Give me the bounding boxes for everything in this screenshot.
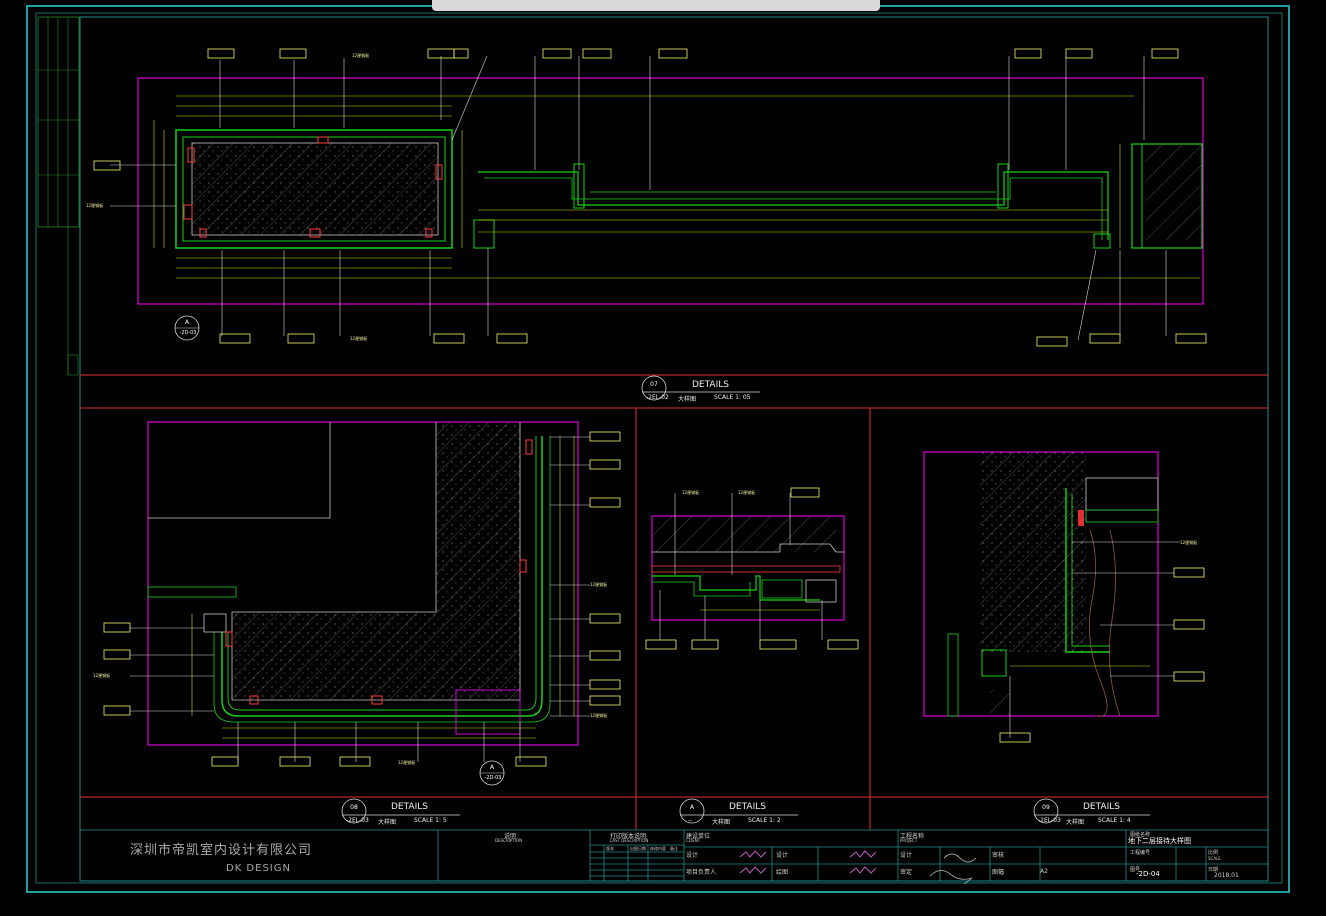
callout-steel-plate-10: 12厘钢板 [1180,540,1198,545]
check-label: 审核 [992,852,1005,859]
rev-col-4: 备注 [670,846,678,851]
callout-steel-plate-4: 12厘钢板 [590,582,608,587]
date-label: 日期 [1208,867,1219,873]
client-label: 建设单位 [686,833,711,840]
detail-07-drawing[interactable] [93,48,1207,347]
detail-a-name: 大样图 [712,819,731,826]
detail-07-name: 大样图 [678,396,697,403]
drawing-no-label: 图号 [1130,867,1141,873]
approver-signature [929,853,977,885]
left-signature-strip [37,16,80,376]
scale-sub: SCALE [1208,856,1221,861]
detail-07-scale: SCALE 1: 05 [714,394,751,401]
detail-09-ref: -2EL-03 [1038,817,1061,824]
detail-a-ref: -- [688,817,693,824]
detail-08-name: 大样图 [378,819,397,826]
drawing-name-label: 图纸名称 [1130,832,1151,838]
project-no-label: 工程编号 [1130,850,1151,856]
date-value: 2018.01 [1214,872,1239,879]
detail-09-title: DETAILS [1083,802,1120,812]
detail-09-number: 09 [1042,804,1050,811]
callout-steel-plate-1: 12厘钢板 [352,53,370,58]
company-brand: DK DESIGN [226,863,291,874]
scale-label: 比例 [1208,850,1219,856]
manager-label: 项目负责人 [686,869,717,876]
rev-col-3: 修改内容 [650,846,666,851]
detail-a-drawing[interactable] [645,487,859,650]
window-title-bar[interactable] [432,0,880,11]
project-label: 工程名称 [900,833,925,840]
drawing-no: -2D-04 [1136,870,1160,878]
section-marker-ref: -2D-03 [179,330,197,336]
section-marker-2-letter: A [489,764,495,771]
callout-steel-plate-9: 12厘钢板 [738,490,756,495]
detail-08-drawing[interactable] [103,421,621,786]
signatures [739,850,877,874]
detail-08-scale: SCALE 1: 5 [414,817,447,824]
detail-08-ref: -2EL-03 [346,817,369,824]
sheet-inner-frame [35,12,1283,884]
proof-label: 审定 [900,869,913,876]
detail-07-title: DETAILS [692,380,729,390]
revision-sub: LAST DESCRIPTION [610,838,649,843]
client-sub: CLIENT [686,838,701,843]
callout-steel-plate-2: 12厘钢板 [86,203,104,208]
size-label: 图幅 [992,869,1005,876]
rev-col-2: 出图日期 [630,846,646,851]
detail-07-number: 07 [650,381,658,388]
size-value: A2 [1040,868,1048,875]
design-label-a: 设计 [686,852,699,859]
detail-08-title: DETAILS [391,802,428,812]
detail-09-drawing[interactable] [923,451,1205,743]
detail-09-name: 大样图 [1066,819,1085,826]
callout-steel-plate-8: 12厘钢板 [682,490,700,495]
company-name: 深圳市帝凯室内设计有限公司 [130,843,313,858]
detail-a-title: DETAILS [729,802,766,812]
detail-a-number: A [689,804,695,811]
detail-09-scale: SCALE 1: 4 [1098,817,1131,824]
rev-col-1: 版本 [606,846,614,851]
callout-steel-plate-5: 12厘钢板 [93,673,111,678]
detail-a-scale: SCALE 1: 2 [748,817,781,824]
section-marker-2-ref: -2D-03 [484,775,502,781]
notes-title: 说明 [504,833,517,840]
draw-label: 绘图 [776,869,789,876]
callout-steel-plate-7: 12厘钢板 [398,760,416,765]
detail-08-number: 08 [350,804,358,811]
design-label-b: 设计 [776,852,789,859]
section-marker-letter: A [184,319,190,326]
design-label-c: 设计 [900,852,913,859]
detail-07-ref: -2EL-02 [646,394,669,401]
project-sub: PROJECT [900,838,918,843]
drawing-name: 地下二层接待大样图 [1128,837,1191,845]
sheet-outer-frame [26,5,1290,893]
callout-steel-plate-6: 12厘钢板 [590,713,608,718]
notes-sub: DESCRIPTION [495,838,523,843]
callout-steel-plate-3: 12厘钢板 [350,336,368,341]
detail-title-symbols [341,375,1150,824]
revision-title: 打印版本说明 [610,833,647,840]
title-block-grid [79,829,1269,882]
